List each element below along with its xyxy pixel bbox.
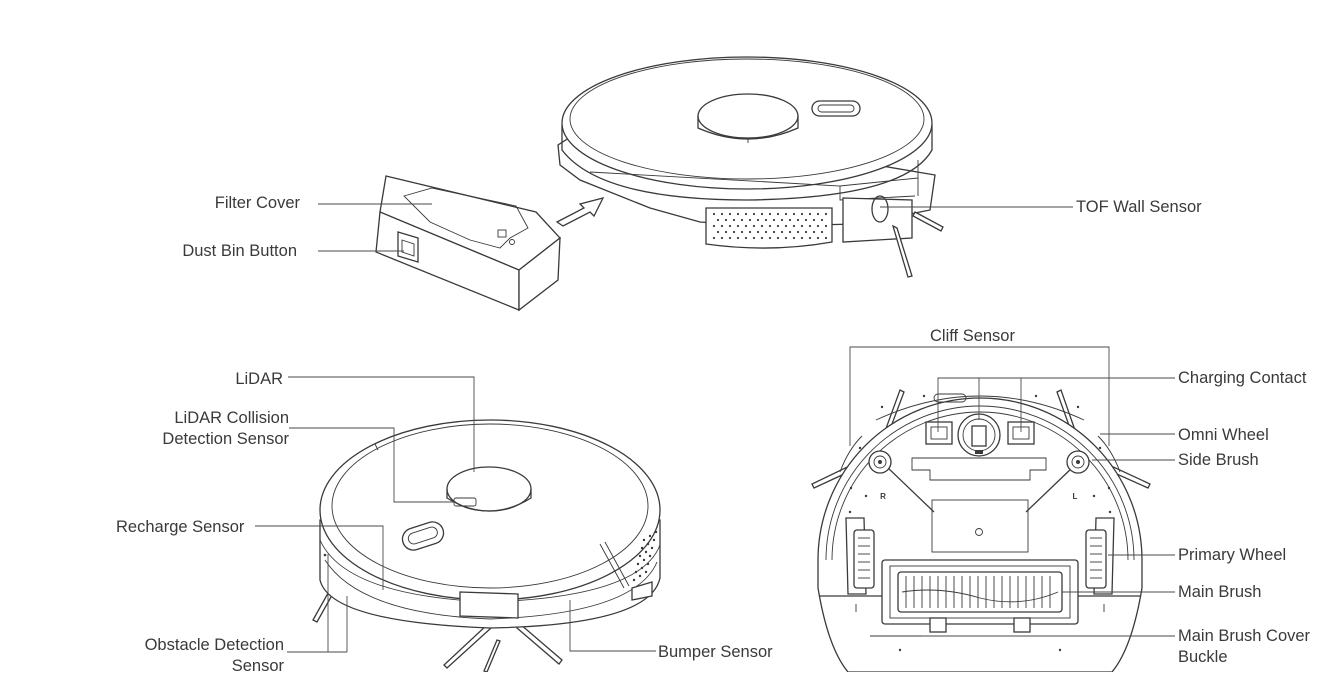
leader-lidar-collision [289,427,456,503]
wheel-mark-l: L [1073,492,1078,501]
label-tof-wall-sensor: TOF Wall Sensor [1076,198,1202,216]
label-filter-cover: Filter Cover [214,194,300,212]
label-dust-bin-button: Dust Bin Button [182,242,297,260]
label-obstacle-detection-line2: Sensor [231,657,284,675]
label-main-brush-cover-line2: Buckle [1178,648,1228,666]
side-brush-bristles [891,211,944,278]
label-primary-wheel: Primary Wheel [1178,546,1287,564]
label-lidar: LiDAR [235,370,283,388]
label-lidar-collision-line2: Detection Sensor [162,430,289,448]
label-recharge-sensor: Recharge Sensor [116,518,245,536]
label-bumper-sensor: Bumper Sensor [658,643,773,661]
leader-lidar [288,376,475,472]
robot-side-view-illustration [312,419,661,672]
robot-top-view-illustration [557,56,944,278]
main-brush-bristles [901,576,1059,608]
label-main-brush: Main Brush [1178,583,1262,601]
leader-lines [255,203,1175,653]
leader-charging-contact [937,377,1175,432]
label-obstacle-detection-line1: Obstacle Detection [144,636,284,654]
side-vent-dots [632,530,658,582]
label-side-brush: Side Brush [1178,451,1259,469]
leader-recharge-sensor [255,525,384,590]
label-omni-wheel: Omni Wheel [1178,426,1269,444]
side-brush-bristles [312,585,563,672]
label-lidar-collision-line1: LiDAR Collision [174,409,289,427]
wheel-mark-r: R [880,492,886,501]
dust-bin-grille-dots [712,212,828,240]
leader-cliff-sensor-left [849,346,1110,446]
label-cliff-sensor: Cliff Sensor [930,327,1015,345]
dust-bin-illustration [375,175,561,312]
robot-underside-illustration: R L [811,389,1151,672]
label-main-brush-cover-line1: Main Brush Cover [1178,627,1311,645]
label-charging-contact: Charging Contact [1178,369,1307,387]
leader-bumper-sensor [569,600,656,652]
insert-direction-arrow [555,197,605,227]
